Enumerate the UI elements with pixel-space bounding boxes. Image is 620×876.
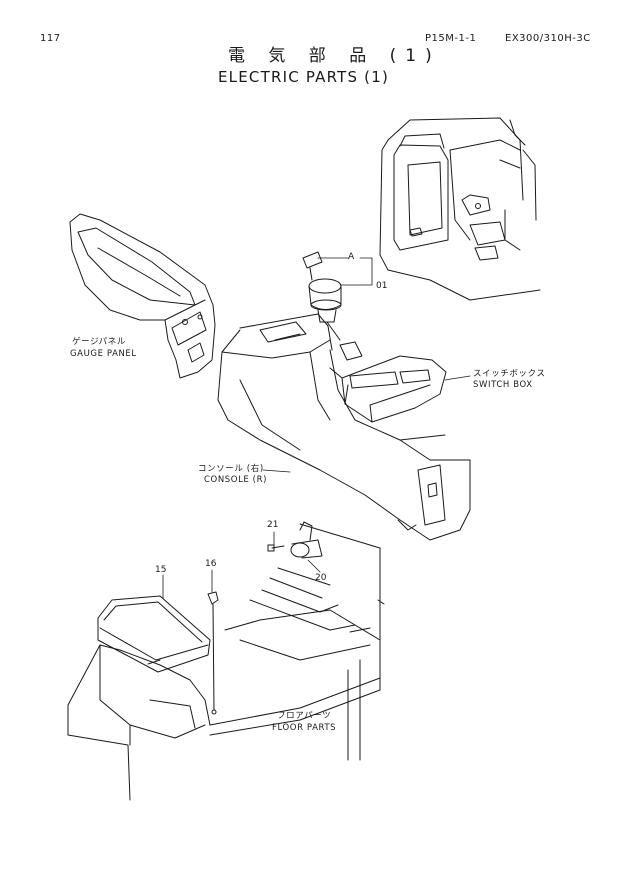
floor-parts-label-jp: フロアパーツ: [277, 711, 332, 721]
floor-parts-drawing: [67, 523, 385, 801]
gauge-panel-drawing: [69, 213, 216, 379]
part-15-drawing: [97, 595, 211, 673]
console-label-jp: コンソール (右): [198, 464, 264, 474]
callout-20: 20: [315, 573, 327, 583]
key-switch-drawing: [302, 251, 342, 341]
title-english: ELECTRIC PARTS (1): [218, 68, 390, 86]
page-number: 117: [40, 33, 61, 44]
title-japanese: 電 気 部 品 (1): [228, 46, 441, 66]
part-20-21-drawing: [267, 521, 323, 559]
cab-drawing: [379, 117, 541, 301]
floor-parts-label-en: FLOOR PARTS: [272, 723, 337, 733]
switch-box-drawing: [329, 355, 447, 423]
switch-box-label-jp: スイッチボックス: [473, 369, 546, 379]
callout-15: 15: [155, 565, 167, 575]
callout-a: A: [348, 252, 355, 262]
model-code: EX300/310H-3C: [505, 33, 591, 44]
callout-01: 01: [376, 281, 388, 291]
console-drawing: [217, 313, 471, 541]
callout-21: 21: [267, 520, 279, 530]
part-16-drawing: [207, 591, 219, 715]
switch-box-label-en: SWITCH BOX: [473, 380, 533, 390]
console-label-en: CONSOLE (R): [204, 475, 268, 485]
section-code: P15M-1-1: [425, 33, 477, 44]
leader-lines: [162, 257, 471, 599]
gauge-panel-label-jp: ゲージパネル: [72, 337, 126, 347]
callout-16: 16: [205, 559, 217, 569]
gauge-panel-label-en: GAUGE PANEL: [70, 349, 137, 359]
